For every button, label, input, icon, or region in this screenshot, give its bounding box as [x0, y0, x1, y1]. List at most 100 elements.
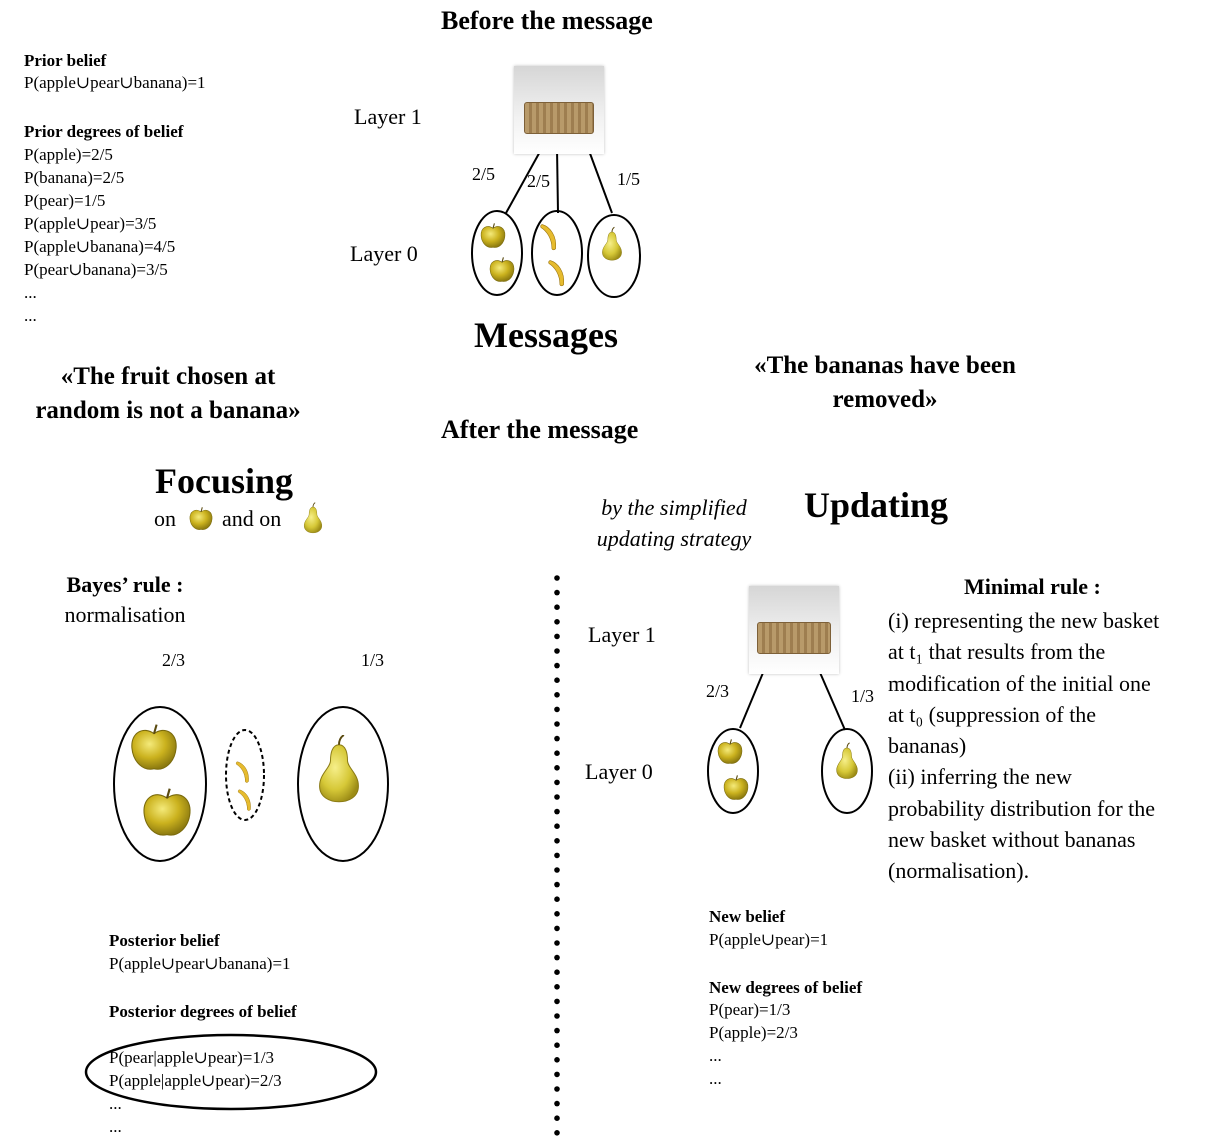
apple-icon [489, 256, 515, 282]
divider-dot [554, 721, 560, 727]
focusing-and-on-label: and on [222, 506, 282, 531]
divider-dot [554, 838, 560, 844]
prior-belief-title: Prior belief [24, 51, 107, 70]
focusing-on-label: on [154, 506, 176, 531]
divider-dot [554, 1100, 560, 1107]
divider-dot [554, 1013, 560, 1019]
list-item: P(banana)=2/5 [24, 168, 125, 187]
divider-dot [554, 662, 560, 669]
divider-dot [554, 911, 560, 917]
divider-dot [554, 984, 560, 990]
apple-icon [717, 738, 743, 764]
posterior-degrees-title: Posterior degrees of belief [109, 1002, 297, 1021]
posterior-belief-title: Posterior belief [109, 931, 220, 950]
list-item: ... [109, 1094, 122, 1113]
prior-degrees-title: Prior degrees of belief [24, 122, 184, 141]
posterior-degrees-list: P(pear|apple∪pear)=1/3 P(apple|apple∪pea… [109, 1046, 282, 1138]
divider-dot [554, 633, 560, 640]
divider-dot [554, 896, 560, 902]
divider-dot [554, 1115, 560, 1121]
divider-dot [554, 969, 560, 975]
updating-strategy-note: by the simplified updating strategy [596, 495, 752, 551]
new-belief-title: New belief [709, 907, 786, 926]
edge-fraction: 1/5 [617, 169, 641, 189]
divider-dot [554, 940, 560, 946]
divider-dot [554, 1027, 560, 1034]
list-item: ... [709, 1046, 722, 1065]
divider-dot [554, 794, 560, 800]
updating-fraction-left: 2/3 [706, 681, 730, 701]
bayes-rule-subtitle: normalisation [64, 602, 186, 627]
focusing-fraction-left: 2/3 [162, 650, 186, 670]
list-item: P(pear)=1/3 [709, 1000, 791, 1019]
new-belief-value: P(apple∪pear)=1 [709, 930, 829, 949]
divider-dot [554, 735, 560, 742]
banana-icon [237, 789, 251, 811]
divider-dot [554, 779, 560, 786]
new-degrees-list: P(pear)=1/3 P(apple)=2/3 ... ... [709, 998, 798, 1090]
focusing-ellipses [113, 706, 389, 862]
list-item: P(apple)=2/3 [709, 1023, 798, 1042]
list-item: P(pear∪banana)=3/5 [24, 260, 168, 279]
basket-image [514, 66, 604, 154]
list-item: ... [24, 306, 37, 325]
divider-dot [554, 706, 560, 713]
divider-dot [554, 692, 560, 698]
prior-belief-value: P(apple∪pear∪banana)=1 [24, 73, 206, 92]
list-item: P(apple|apple∪pear)=2/3 [109, 1071, 282, 1090]
divider-dot [554, 823, 560, 829]
focusing-title: Focusing [155, 461, 294, 501]
pear-icon [318, 735, 360, 803]
divider-dot [554, 604, 560, 610]
list-item: P(pear|apple∪pear)=1/3 [109, 1048, 275, 1067]
edge-fraction: 2/5 [527, 171, 551, 191]
list-item: P(apple∪banana)=4/5 [24, 237, 176, 256]
divider-dot [554, 677, 560, 683]
layer-1-label: Layer 1 [588, 622, 656, 647]
top-tree-edges [505, 147, 613, 214]
before-message-title: Before the message [441, 6, 653, 35]
minimal-rule-title: Minimal rule : [964, 574, 1101, 599]
divider-dot [554, 765, 560, 771]
updating-title: Updating [804, 485, 949, 525]
banana-icon [548, 260, 565, 287]
edge-fraction: 2/5 [472, 164, 496, 184]
posterior-belief-value: P(apple∪pear∪banana)=1 [109, 954, 291, 973]
apple-icon [723, 774, 749, 800]
focusing-fraction-right: 1/3 [361, 650, 385, 670]
divider-dot [554, 852, 560, 859]
list-item: ... [709, 1069, 722, 1088]
divider-dot [554, 925, 560, 932]
banana-icon [235, 761, 249, 783]
dotted-divider [554, 575, 560, 1136]
divider-dot [554, 589, 560, 596]
updating-tree-edges [739, 667, 846, 731]
divider-dot [554, 1130, 560, 1136]
divider-dot [554, 1042, 560, 1048]
list-item: P(apple)=2/5 [24, 145, 113, 164]
divider-dot [554, 881, 560, 888]
layer-0-label: Layer 0 [585, 759, 653, 784]
new-degrees-title: New degrees of belief [709, 978, 863, 997]
divider-dot [554, 575, 560, 581]
divider-dot [554, 750, 560, 756]
list-item: P(apple∪pear)=3/5 [24, 214, 157, 233]
divider-dot [554, 1086, 560, 1092]
divider-dot [554, 954, 560, 961]
divider-dot [554, 648, 560, 654]
posterior-highlight-ellipse [84, 1033, 378, 1111]
messages-title: Messages [474, 315, 618, 355]
divider-dot [554, 1071, 560, 1078]
pear-icon [836, 742, 858, 780]
apple-icon [142, 787, 192, 837]
list-item: ... [24, 283, 37, 302]
layer-0-label: Layer 0 [350, 241, 418, 266]
bayes-rule-title: Bayes’ rule : [66, 572, 184, 597]
updating-tree-leaves [707, 728, 873, 814]
layer-1-label: Layer 1 [354, 104, 422, 129]
apple-icon [189, 506, 213, 531]
focusing-fruits [130, 723, 360, 837]
divider-dot [554, 998, 560, 1005]
